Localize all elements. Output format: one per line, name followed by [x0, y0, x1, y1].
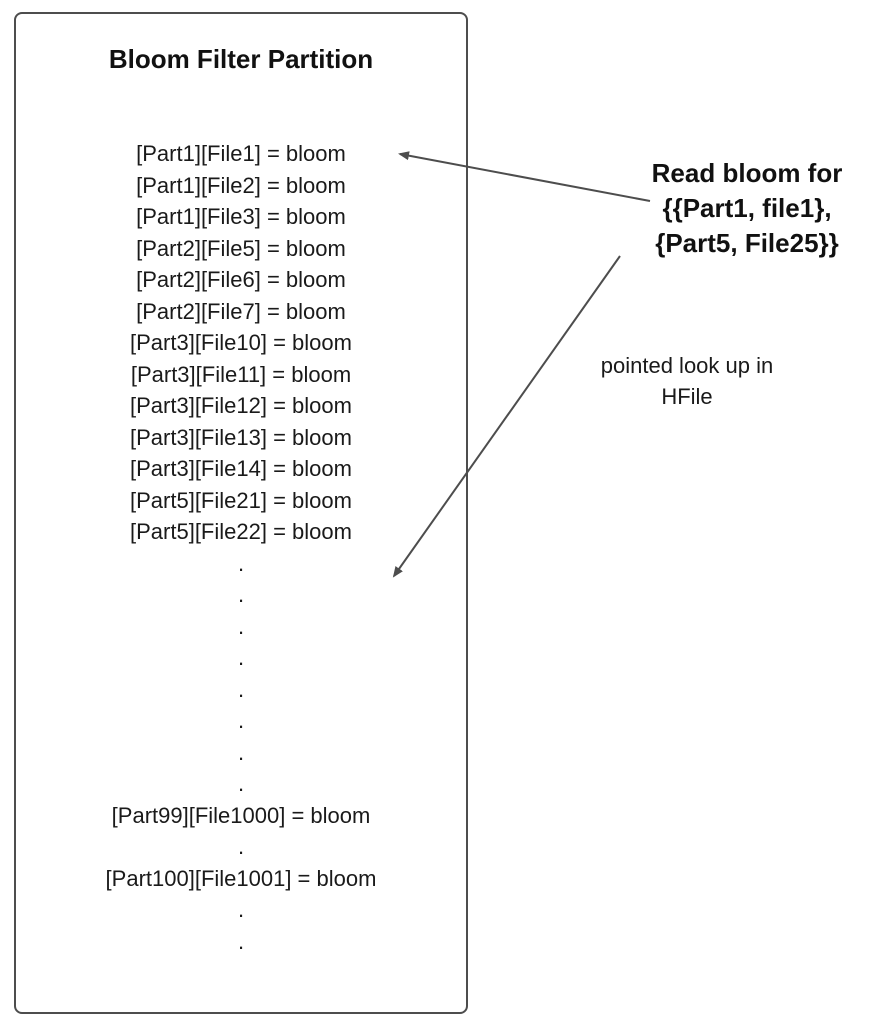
read-bloom-annotation: Read bloom for {{Part1, file1}, {Part5, Fi… — [610, 156, 884, 261]
ellipsis-dot: . — [237, 582, 245, 607]
bloom-entry: [Part5][File22] = bloom — [130, 519, 352, 544]
hfile-note-line: HFile — [661, 384, 713, 409]
bloom-entry-part99: [Part99][File1000] = bloom — [111, 802, 371, 828]
bloom-entry-part100: [Part100][File1001] = bloom — [105, 865, 377, 891]
bloom-entry-list: [Part1][File1] = bloom [Part1][File2] = b… — [16, 138, 466, 548]
bloom-entry: [Part2][File5] = bloom — [136, 235, 346, 261]
bloom-filter-partition-box: Bloom Filter Partition [Part1][File1] = … — [14, 12, 468, 1014]
ellipsis-mid: . — [16, 831, 466, 863]
ellipsis-dot: . — [237, 708, 245, 733]
ellipsis-dot: . — [237, 613, 245, 639]
ellipsis-dot: . — [237, 928, 245, 954]
hfile-note: pointed look up in HFile — [560, 350, 814, 412]
read-bloom-annotation-line: {Part5, File25}} — [655, 228, 839, 258]
bloom-entry: [Part5][File21] = bloom — [130, 487, 352, 513]
bloom-entry: [Part3][File11] = bloom — [130, 361, 352, 387]
bloom-entry: [Part1][File3] = bloom — [136, 204, 346, 229]
ellipsis-dot: . — [237, 645, 245, 670]
bloom-entry: [Part1][File1] = bloom — [136, 141, 346, 166]
bloom-entry: [Part3][File12] = bloom — [130, 393, 352, 418]
bloom-entry: [Part3][File10] = bloom — [130, 330, 352, 355]
ellipsis-dot: . — [237, 897, 245, 922]
bloom-entry: [Part3][File13] = bloom — [130, 424, 352, 450]
ellipsis-dot: . — [237, 771, 245, 796]
hfile-note-line: pointed look up in — [600, 353, 774, 378]
partition-box-title: Bloom Filter Partition — [108, 44, 374, 74]
bloom-entry: [Part3][File14] = bloom — [130, 456, 352, 481]
read-bloom-annotation-line: {{Part1, file1}, — [662, 193, 832, 223]
bloom-entry: [Part1][File2] = bloom — [136, 172, 346, 198]
ellipsis-bottom: .. — [16, 894, 466, 957]
ellipsis-dot: . — [237, 739, 245, 765]
partition-box-content: [Part1][File1] = bloom [Part1][File2] = b… — [16, 138, 466, 957]
ellipsis-dot: . — [237, 676, 245, 702]
ellipsis-top: ........ — [16, 548, 466, 800]
bloom-entry: [Part2][File6] = bloom — [136, 267, 346, 292]
ellipsis-dot: . — [237, 834, 245, 859]
ellipsis-dot: . — [237, 550, 245, 576]
read-bloom-annotation-line: Read bloom for — [651, 158, 843, 188]
bloom-entry: [Part2][File7] = bloom — [136, 298, 346, 324]
